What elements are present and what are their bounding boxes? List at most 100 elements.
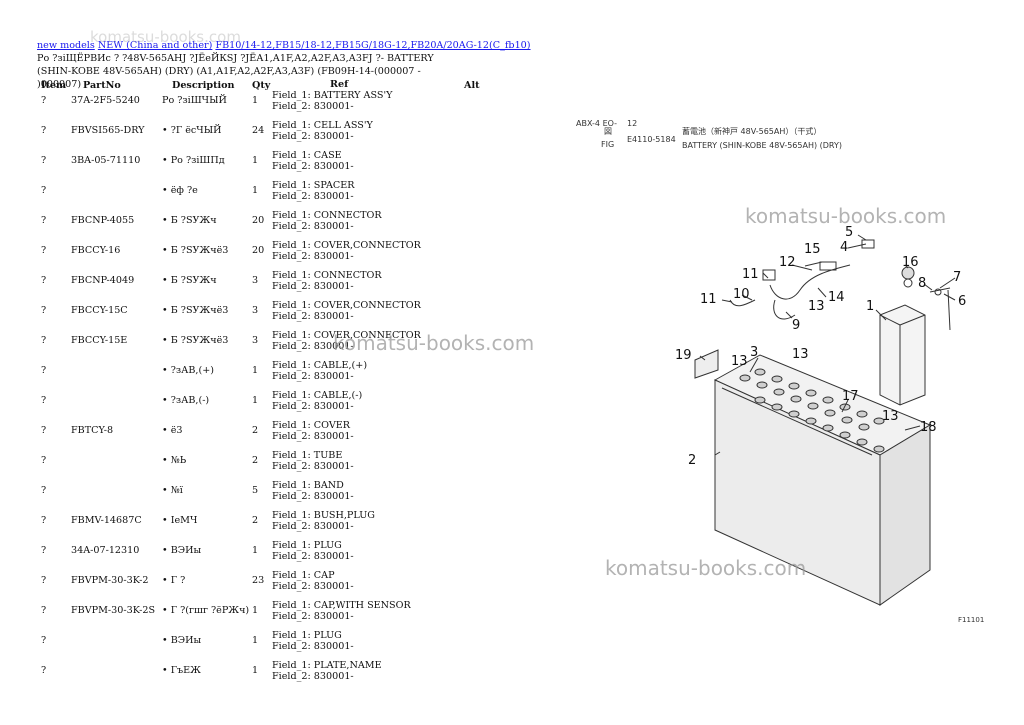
cell-item: ?: [41, 605, 47, 616]
callout-9: 9: [792, 318, 800, 333]
ref-field-2: Field_2: 830001-: [272, 550, 354, 562]
ref-field-2: Field_2: 830001-: [272, 100, 354, 112]
breadcrumb-link-model[interactable]: FB10/14-12,FB15/18-12,FB15G/18G-12,FB20A…: [215, 40, 531, 51]
cell-partno: [71, 361, 162, 391]
cell-partno: FBVPM-30-3K-2: [71, 575, 149, 586]
cell-alt: [464, 451, 494, 481]
cell-alt: [464, 421, 494, 451]
callout-3: 3: [750, 345, 758, 360]
cell-alt: [464, 541, 494, 571]
cell-qty: 1: [252, 545, 259, 556]
ref-field-2: Field_2: 830001-: [272, 280, 354, 292]
cell-description: • Б ?SУЖчё3: [162, 305, 229, 316]
cell-alt: [464, 271, 494, 301]
cell-item: ?: [41, 95, 47, 106]
cell-ref: Field_1: CABLE,(+)Field_2: 830001-: [272, 360, 464, 391]
callout-6: 6: [958, 294, 966, 309]
cell-alt: [464, 121, 494, 151]
battery-exploded-diagram: ABX-4 EO- 図 FIG 12 E4110-5184 蓄電池（新神戸 48…: [576, 119, 984, 624]
callout-13b: 13: [731, 354, 748, 369]
col-header-partno: PartNo: [83, 79, 121, 91]
cell-partno: [71, 391, 162, 421]
cell-description: • Ро ?зiШПд: [162, 155, 225, 166]
cell-partno: 34A-07-12310: [71, 545, 140, 556]
ref-field-2: Field_2: 830001-: [272, 670, 354, 682]
callout-11a: 11: [700, 292, 717, 307]
diagram-header-fig: FIG: [601, 140, 614, 149]
cell-description: • ёф ?е: [162, 185, 198, 196]
callout-19: 19: [675, 348, 692, 363]
watermark-top: komatsu-books.com: [90, 28, 241, 46]
cell-alt: [464, 301, 494, 331]
diagram-header-fig-jp: 図: [604, 127, 612, 136]
cell-item: ?: [41, 395, 47, 406]
ref-field-2: Field_2: 830001-: [272, 340, 354, 352]
cell-alt: [464, 91, 494, 121]
cell-alt: [464, 211, 494, 241]
col-header-description: Description: [172, 79, 235, 91]
ref-field-1: Field_1: BAND: [272, 480, 344, 491]
breadcrumb: new models NEW (China and other) FB10/14…: [37, 40, 531, 51]
ref-field-2: Field_2: 830001-: [272, 610, 354, 622]
diagram-header-ref: ABX-4 EO-: [576, 119, 617, 128]
cell-qty: 1: [252, 155, 259, 166]
cell-partno: FBCCY-15C: [71, 305, 128, 316]
ref-field-2: Field_2: 830001-: [272, 520, 354, 532]
cell-description: • Б ?SУЖчё3: [162, 245, 229, 256]
watermark-bottom: komatsu-books.com: [605, 556, 807, 580]
diagram-header-title-jp: 蓄電池（新神戸 48V-565AH）（干式）: [682, 126, 821, 136]
callout-5: 5: [845, 225, 853, 240]
cell-partno: 37A-2F5-5240: [71, 95, 140, 106]
ref-field-2: Field_2: 830001-: [272, 430, 354, 442]
cell-item: ?: [41, 155, 47, 166]
cell-qty: 5: [252, 485, 259, 496]
cell-description: • ВЭИы: [162, 545, 202, 556]
cell-description: • ?зАВ,(+): [162, 365, 214, 376]
ref-field-1: Field_1: SPACER: [272, 180, 355, 191]
callout-2: 2: [688, 453, 696, 468]
breadcrumb-link-region[interactable]: NEW (China and other): [97, 40, 213, 51]
cell-alt: [464, 511, 494, 541]
ref-field-2: Field_2: 830001-: [272, 460, 354, 472]
cell-qty: 1: [252, 95, 259, 106]
callout-15: 15: [804, 242, 821, 257]
ref-field-1: Field_1: CAP,WITH SENSOR: [272, 600, 411, 611]
callout-7: 7: [953, 270, 961, 285]
cell-alt: [464, 151, 494, 181]
cell-description: • ГъЕЖ: [162, 665, 201, 676]
page-subtitle: Ро ?зiЩЁРВИс ? ?48V-565AHJ ?JЁеЙКSJ ?JЁА…: [37, 53, 434, 90]
cell-description: • Б ?SУЖчё3: [162, 335, 229, 346]
ref-field-1: Field_1: PLUG: [272, 630, 342, 641]
callout-13d: 13: [882, 409, 899, 424]
ref-field-2: Field_2: 830001-: [272, 310, 354, 322]
ref-field-1: Field_1: TUBE: [272, 450, 343, 461]
cell-description: • Г ?: [162, 575, 186, 586]
ref-field-1: Field_1: PLATE,NAME: [272, 660, 382, 671]
cell-qty: 1: [252, 605, 259, 616]
ref-field-1: Field_1: COVER,CONNECTOR: [272, 300, 421, 311]
cell-item: ?: [41, 125, 47, 136]
cell-item: ?: [41, 545, 47, 556]
ref-field-2: Field_2: 830001-: [272, 160, 354, 172]
parts-table: Item PartNo Description Qty Ref Alt ?37A…: [37, 79, 494, 691]
breadcrumb-link-new-models[interactable]: new models: [37, 40, 95, 51]
cell-alt: [464, 661, 494, 691]
cell-qty: 24: [252, 125, 265, 136]
cell-qty: 23: [252, 575, 265, 586]
callout-1: 1: [866, 299, 874, 314]
cell-qty: 3: [252, 335, 259, 346]
